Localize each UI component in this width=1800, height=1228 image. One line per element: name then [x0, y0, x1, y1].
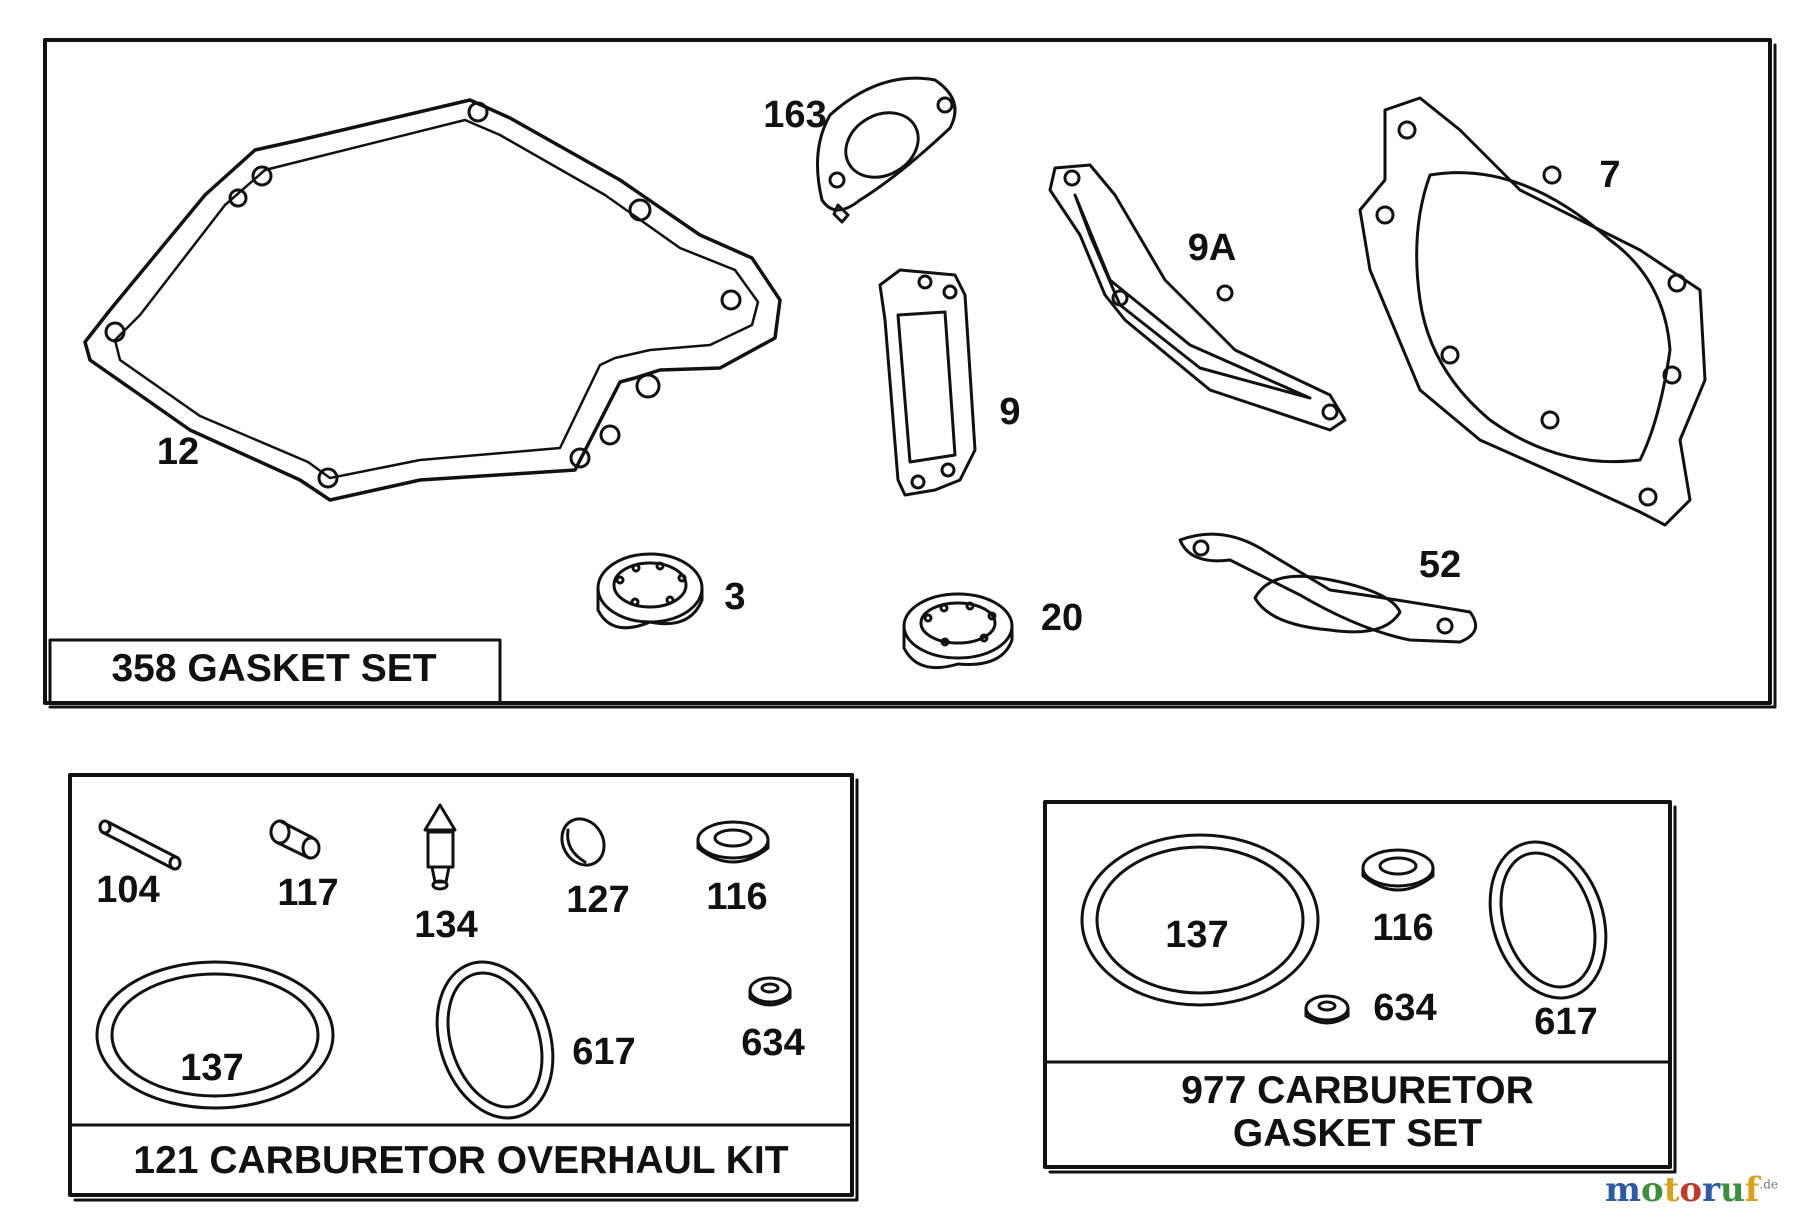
crankcase-gasket: [83, 98, 782, 502]
welch-plug-127: [560, 817, 606, 867]
bowl-gasket-137: [95, 960, 335, 1110]
o-ring-617b: [1488, 840, 1608, 1000]
overhaul-kit-frame: [68, 773, 854, 1197]
watermark-letter: o: [1641, 1170, 1664, 1210]
carb-gasket-set-frame: [1043, 800, 1672, 1169]
washer-116: [696, 820, 770, 864]
head-gasket: [1358, 96, 1707, 527]
pin-104: [98, 819, 182, 871]
oil-seal-3: [596, 552, 704, 630]
callout-634: 634: [741, 1022, 805, 1064]
callout-617b: 617: [1534, 1001, 1598, 1043]
watermark-letter: o: [1679, 1170, 1703, 1210]
o-ring-617: [435, 960, 555, 1120]
gasket-163: [816, 76, 957, 224]
callout-163: 163: [763, 94, 827, 136]
gasket-52: [1178, 532, 1478, 644]
washer-634: [748, 976, 792, 1007]
bowl-gasket-137b: [1080, 833, 1320, 1007]
callout-9a: 9A: [1187, 227, 1237, 269]
callout-634b: 634: [1373, 987, 1437, 1029]
carb-gasket-set-title: 977 CARBURETOR GASKET SET: [1050, 1069, 1665, 1156]
watermark-letter: f: [1744, 1170, 1760, 1210]
callout-20: 20: [1040, 597, 1084, 639]
callout-9: 9: [999, 391, 1021, 433]
oil-seal-20: [902, 592, 1014, 670]
washer-116b: [1361, 848, 1435, 892]
callout-117: 117: [277, 872, 339, 914]
callout-104: 104: [96, 869, 160, 911]
carb-gasket-set-title-line1: 977 CARBURETOR: [1181, 1069, 1534, 1112]
overhaul-kit-frame-shadow: [73, 778, 859, 1202]
watermark-letter: t: [1663, 1170, 1680, 1210]
callout-116b: 116: [1372, 907, 1434, 949]
carb-gasket-set-frame-shadow: [1048, 805, 1677, 1174]
watermark-suffix: .de: [1759, 1177, 1778, 1192]
carb-gasket-set-title-line2: GASKET SET: [1232, 1111, 1483, 1155]
watermark-letter: m: [1605, 1170, 1641, 1210]
gasket-9a: [1048, 163, 1347, 432]
gasket-set-title: 358 GASKET SET: [111, 647, 437, 690]
inlet-needle-134: [423, 803, 457, 891]
callout-12: 12: [156, 431, 200, 473]
callout-3: 3: [724, 576, 746, 618]
callout-52: 52: [1418, 544, 1462, 586]
callout-134: 134: [414, 904, 478, 946]
callout-137b: 137: [1165, 914, 1229, 956]
watermark-letter: r: [1702, 1170, 1721, 1210]
gasket-set-title-box: [48, 638, 502, 705]
gasket-set-frame: [43, 38, 1772, 705]
gasket-9: [878, 268, 977, 497]
overhaul-kit-title: 121 CARBURETOR OVERHAUL KIT: [133, 1139, 789, 1182]
callout-137: 137: [180, 1047, 244, 1089]
watermark-logo: motoruf.de: [1605, 1170, 1778, 1210]
watermark-letter: u: [1720, 1170, 1745, 1210]
callout-116: 116: [706, 876, 768, 918]
gasket-set-frame-shadow: [48, 43, 1777, 709]
callout-617: 617: [572, 1031, 636, 1073]
washer-634b: [1304, 994, 1350, 1025]
pin-117: [269, 819, 321, 860]
callout-127: 127: [566, 879, 630, 921]
callout-7: 7: [1599, 154, 1621, 196]
